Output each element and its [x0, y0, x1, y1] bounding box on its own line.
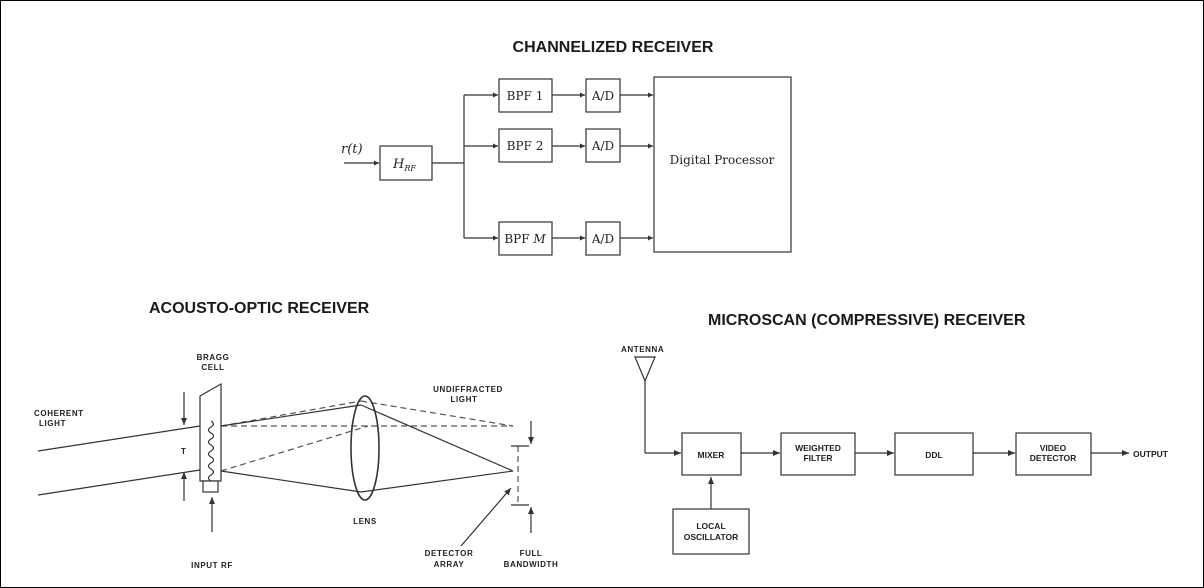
ddl-box: DDL [894, 432, 974, 476]
channelized-receiver: CHANNELIZED RECEIVER r(t) HRF BPF 1 BPF … [341, 39, 792, 256]
antenna-label: ANTENNA [621, 345, 664, 354]
ad-m-box: A/D [585, 221, 621, 256]
lens-label: LENS [353, 517, 377, 526]
cell-label: CELL [201, 363, 224, 372]
svg-text:Digital Processor: Digital Processor [670, 153, 775, 167]
diffracted-to-lens-bottom [220, 470, 362, 493]
svg-text:BPF 1: BPF 1 [507, 89, 544, 103]
coherent-light-label: LIGHT [39, 419, 66, 428]
mixer-box: MIXER [681, 432, 742, 476]
bpf-2-box: BPF 2 [498, 128, 553, 163]
diffracted-focus-bottom [360, 470, 514, 493]
input-signal-label: r(t) [341, 142, 363, 157]
bpf-m-box: BPF M [498, 221, 553, 256]
antenna-icon [634, 356, 656, 383]
channelized-title: CHANNELIZED RECEIVER [513, 39, 714, 56]
svg-text:FILTER: FILTER [803, 453, 832, 463]
digital-processor-box: Digital Processor [653, 76, 792, 253]
array-label: ARRAY [434, 560, 465, 569]
svg-text:VIDEO: VIDEO [1040, 443, 1067, 453]
diffracted-to-lens-top [220, 404, 362, 427]
undiffracted-light-label: LIGHT [451, 395, 478, 404]
svg-text:A/D: A/D [591, 89, 614, 103]
svg-text:A/D: A/D [591, 139, 614, 153]
weighted-filter-box: WEIGHTED FILTER [780, 432, 856, 476]
undiffracted-label: UNDIFFRACTED [433, 385, 503, 394]
ad-2-box: A/D [585, 128, 621, 163]
microscan-receiver: MICROSCAN (COMPRESSIVE) RECEIVER ANTENNA… [621, 312, 1169, 555]
input-rf-label: INPUT RF [191, 561, 233, 570]
coherent-label: COHERENT [34, 409, 84, 418]
svg-text:DETECTOR: DETECTOR [1030, 453, 1077, 463]
output-label: OUTPUT [1133, 449, 1169, 459]
svg-text:MIXER: MIXER [698, 450, 725, 460]
microscan-title: MICROSCAN (COMPRESSIVE) RECEIVER [708, 312, 1026, 329]
svg-text:BPF M: BPF M [504, 232, 546, 246]
svg-text:OSCILLATOR: OSCILLATOR [684, 532, 738, 542]
full-label: FULL [520, 549, 543, 558]
detector-pointer-arrow [460, 487, 512, 547]
acoustic-wave [207, 420, 215, 482]
acousto-title: ACOUSTO-OPTIC RECEIVER [149, 300, 370, 317]
svg-text:LOCAL: LOCAL [696, 521, 725, 531]
incoming-beam-top [37, 425, 201, 452]
bpf-1-box: BPF 1 [498, 78, 553, 113]
bragg-label: BRAGG [197, 353, 230, 362]
hrf-label: HRF [392, 157, 416, 173]
local-oscillator-box: LOCAL OSCILLATOR [672, 508, 750, 555]
diffracted-focus-top [360, 404, 514, 472]
ad-1-box: A/D [585, 78, 621, 113]
svg-text:A/D: A/D [591, 232, 614, 246]
t-label: T [181, 447, 187, 456]
incoming-beam-bottom [37, 469, 201, 496]
svg-text:DDL: DDL [925, 450, 942, 460]
acousto-optic-receiver: ACOUSTO-OPTIC RECEIVER BRAGG CELL COHERE… [34, 300, 558, 570]
undiffracted-beam-bottom [220, 425, 369, 472]
hrf-filter-box: HRF [379, 145, 433, 181]
video-detector-box: VIDEO DETECTOR [1015, 432, 1092, 476]
dashed-to-lens [220, 400, 362, 427]
svg-text:WEIGHTED: WEIGHTED [795, 443, 841, 453]
bandwidth-label: BANDWIDTH [504, 560, 559, 569]
transducer [202, 480, 219, 493]
lens-shape [350, 395, 380, 501]
detector-label: DETECTOR [425, 549, 474, 558]
svg-text:BPF 2: BPF 2 [507, 139, 544, 153]
bragg-cell [199, 382, 222, 493]
dashed-lens-focus [360, 400, 514, 427]
